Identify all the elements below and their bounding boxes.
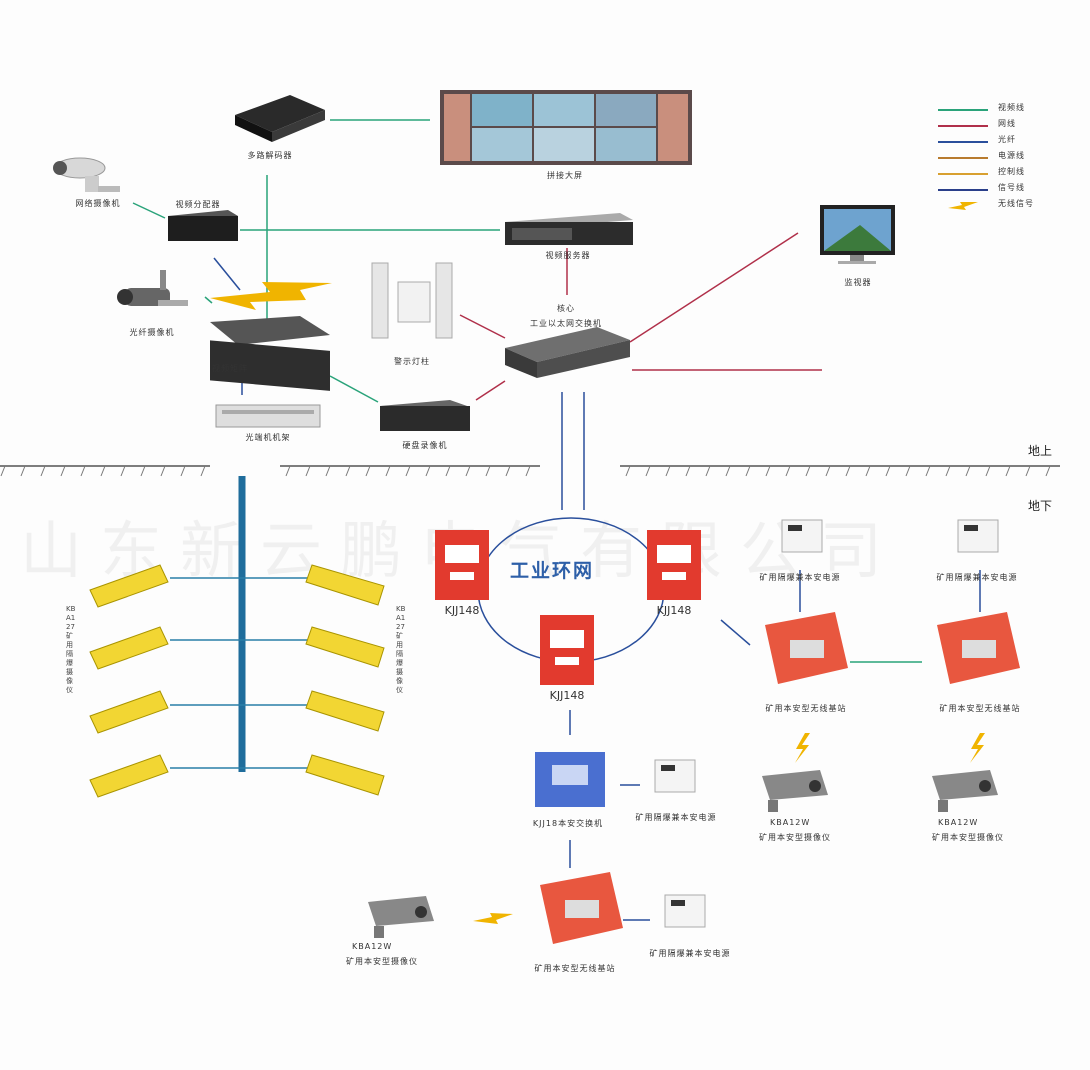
cam-right-device [932,770,998,812]
cam-mid-device [762,770,828,812]
legend-item: 控制线 [938,166,1078,184]
legend-item: 信号线 [938,182,1078,200]
optical-camera-label: 光纤摄像机 [129,328,175,337]
kjj18-switch-label: KJJ18本安交换机 [532,819,604,828]
legend-item: 电源线 [938,150,1078,168]
optical-terminal-device [215,404,321,428]
wap-right-device [937,612,1020,684]
core-switch-device [505,327,630,378]
video-wall-device [440,90,692,165]
wireless-bolt-top [210,282,332,310]
video-server-label: 视频服务器 [545,251,591,260]
psu-top-left-label: 矿用隔爆兼本安电源 [759,573,841,582]
video-matrix-device [210,316,330,391]
wap-left-device [765,612,848,684]
psu-top-right-device [957,519,999,553]
ip-camera-label: 网络摄像机 [75,199,121,208]
cam-mid-model-label: KBA12W [770,818,811,827]
cam-right-name-label: 矿用本安型摄像仪 [932,833,1004,842]
wap-right-label: 矿用本安型无线基站 [939,704,1021,713]
zone-below-label: 地下 [1028,499,1053,513]
core-switch-label-1: 核心 [557,304,575,313]
cam-mid-name-label: 矿用本安型摄像仪 [759,833,831,842]
wap-left-label: 矿用本安型无线基站 [765,704,847,713]
wap-bottom-device [540,872,623,944]
hd-recorder-label: 硬盘录像机 [402,441,448,450]
ring-title: 工业环网 [510,560,595,582]
left-backbone [170,476,310,772]
optical-terminal-label: 光端机机架 [245,433,291,442]
psu-bottom-label: 矿用隔爆兼本安电源 [649,949,731,958]
psu-top-right-label: 矿用隔爆兼本安电源 [936,573,1018,582]
left-cameras [89,564,169,798]
monitor-device [820,205,895,264]
legend-item: 光纤 [938,134,1078,152]
legend-item: 网线 [938,118,1078,136]
kjj148-bottom-label: KJJ148 [549,689,585,702]
multi-decoder-device [235,95,325,142]
wireless-bolt-right [970,733,985,763]
left-camera-vertical-label: KBA127矿用隔爆摄像仪 [66,605,76,694]
ip-camera-device [53,157,120,192]
right-camera-vertical-label: KBA127矿用隔爆摄像仪 [396,605,406,694]
kjj148-left-label: KJJ148 [444,604,480,617]
right-cameras [305,564,385,796]
psu-mid-device [654,759,696,793]
ground-hatch [0,465,1051,477]
video-splitter-device [168,210,238,241]
wap-bottom-label: 矿用本安型无线基站 [534,964,616,973]
alarm-beacon-device [371,262,453,339]
legend-item: 无线信号 [938,198,1078,216]
psu-mid-label: 矿用隔爆兼本安电源 [635,813,717,822]
kjj18-switch-device [535,752,605,807]
video-matrix-label: 视频矩阵 [212,364,248,373]
hd-recorder-device [380,400,470,431]
legend-item: 视频线 [938,102,1078,120]
monitor-label: 监视器 [844,278,872,287]
video-wall-label: 拼接大屏 [547,171,583,180]
kjj148-bottom-device [540,615,594,685]
multi-decoder-label: 多路解码器 [247,151,293,160]
wireless-bolt-icon [948,202,978,210]
cam-right-model-label: KBA12W [938,818,979,827]
core-switch-label-2: 工业以太网交换机 [530,319,602,328]
kjj148-left-device [435,530,489,600]
psu-bottom-device [664,894,706,928]
cam-bottom-name-label: 矿用本安型摄像仪 [346,957,418,966]
kjj148-right-device [647,530,701,600]
wireless-bolt-bottom [473,913,513,924]
wireless-bolt-mid [795,733,810,763]
cam-bottom-device [368,896,434,938]
video-server-device [505,213,633,245]
network-lines [459,232,822,401]
zone-above-label: 地上 [1028,444,1053,458]
psu-top-left-device [781,519,823,553]
alarm-beacon-label: 警示灯柱 [394,357,430,366]
kjj148-right-label: KJJ148 [656,604,692,617]
video-splitter-label: 视频分配器 [175,200,221,209]
optical-camera-device [117,270,188,306]
cam-bottom-model-label: KBA12W [352,942,393,951]
